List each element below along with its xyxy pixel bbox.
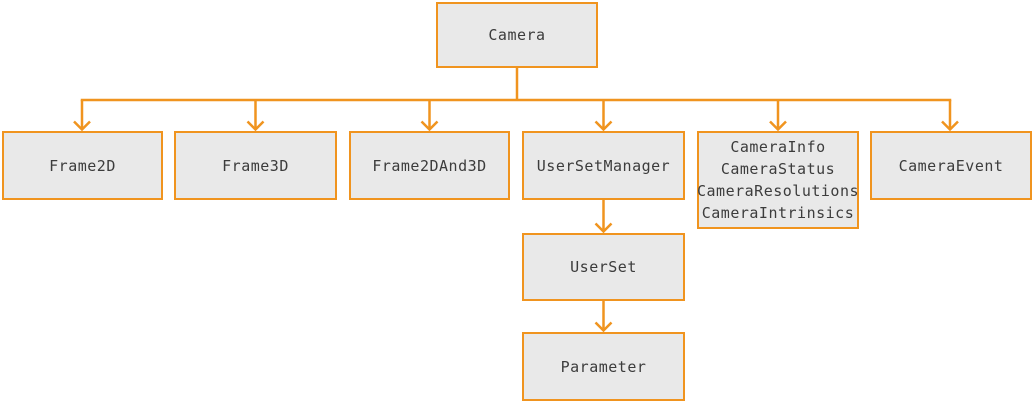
node-frame3d: Frame3D bbox=[174, 131, 337, 200]
node-usersetmanager-label: UserSetManager bbox=[536, 156, 671, 175]
node-userset: UserSet bbox=[522, 233, 685, 301]
node-frame2dand3d-label: Frame2DAnd3D bbox=[372, 156, 487, 175]
node-frame2d-label: Frame2D bbox=[49, 156, 116, 175]
node-camera-label: Camera bbox=[488, 26, 546, 44]
node-parameter-label: Parameter bbox=[560, 357, 647, 376]
node-camerainfo-group: CameraInfo CameraStatus CameraResolution… bbox=[697, 131, 859, 229]
arrowhead-cameraevent-icon bbox=[941, 120, 959, 132]
node-frame3d-label: Frame3D bbox=[222, 156, 289, 175]
node-frame2dand3d: Frame2DAnd3D bbox=[349, 131, 510, 200]
node-camera: Camera bbox=[436, 2, 598, 68]
arrowhead-frame2d-icon bbox=[73, 120, 91, 132]
arrowhead-usersetmanager-icon bbox=[594, 120, 613, 132]
node-frame2d: Frame2D bbox=[2, 131, 163, 200]
node-usersetmanager: UserSetManager bbox=[522, 131, 685, 200]
node-camerainfo-group-label: CameraInfo CameraStatus CameraResolution… bbox=[696, 138, 860, 222]
arrowhead-frame2dand3d-icon bbox=[420, 120, 439, 132]
arrowhead-camerainfo-group-icon bbox=[769, 120, 787, 132]
node-cameraevent: CameraEvent bbox=[870, 131, 1032, 200]
node-parameter: Parameter bbox=[522, 332, 685, 401]
arrowhead-parameter-icon bbox=[594, 321, 613, 333]
node-cameraevent-label: CameraEvent bbox=[898, 156, 1004, 175]
node-userset-label: UserSet bbox=[570, 258, 637, 276]
arrowhead-userset-icon bbox=[594, 222, 613, 234]
arrowhead-frame3d-icon bbox=[246, 120, 265, 132]
